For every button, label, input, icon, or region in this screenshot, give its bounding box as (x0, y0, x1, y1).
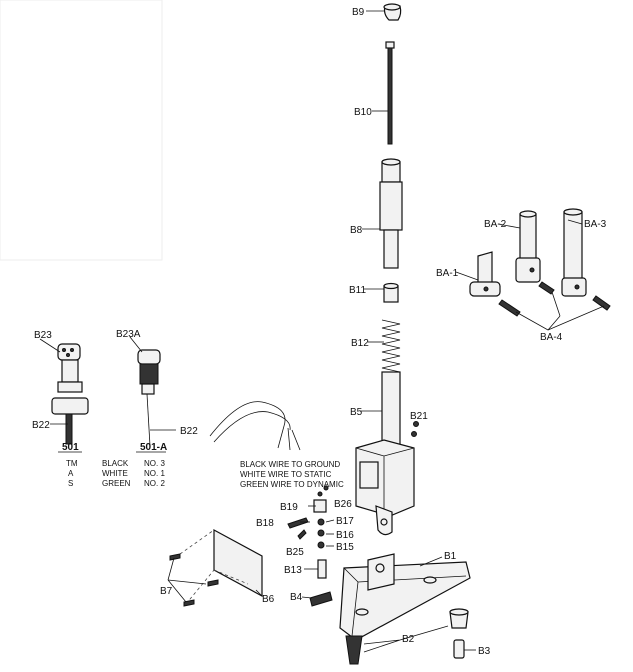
b5-housing (355, 371, 415, 536)
label-b3: B3 (478, 646, 491, 657)
label-b25: B25 (286, 547, 304, 558)
model-501a: 501-A (140, 442, 167, 453)
label-ba4: BA-4 (540, 332, 563, 343)
wire-color-2: WHITE (102, 469, 128, 478)
ba2-part (515, 210, 541, 283)
label-ba3: BA-3 (584, 219, 607, 230)
label-b9: B9 (352, 7, 365, 18)
label-b5: B5 (350, 407, 363, 418)
label-b1: B1 (444, 551, 457, 562)
b6-plate (179, 528, 263, 605)
b7-screws (167, 553, 219, 607)
label-b22-mid: B22 (180, 426, 198, 437)
label-b23a: B23A (116, 329, 141, 340)
ba3-part (561, 208, 587, 297)
label-b21: B21 (410, 411, 428, 422)
label-b11: B11 (349, 285, 366, 296)
label-b15: B15 (336, 542, 354, 553)
wire-no-2: NO. 1 (144, 469, 165, 478)
b21-screws (411, 421, 419, 437)
label-b26: B26 (334, 499, 352, 510)
label-b4: B4 (290, 592, 303, 603)
leader-lines (39, 10, 583, 651)
b23-connector (51, 343, 89, 445)
label-b2: B2 (402, 634, 415, 645)
wire-no-1: NO. 3 (144, 459, 165, 468)
label-b19: B19 (280, 502, 298, 513)
label-b17: B17 (336, 516, 354, 527)
b1-base (339, 553, 471, 641)
wire-no-3: NO. 2 (144, 479, 165, 488)
b22-cable (209, 401, 301, 451)
model-501: 501 (62, 442, 79, 453)
wire-note-1: BLACK WIRE TO GROUND (240, 460, 340, 469)
wire-note-2: WHITE WIRE TO STATIC (240, 470, 332, 479)
label-b16: B16 (336, 530, 354, 541)
wire-notes: BLACK WIRE TO GROUND WHITE WIRE TO STATI… (240, 460, 344, 489)
b3-foot (453, 639, 465, 659)
label-b8: B8 (350, 225, 363, 236)
label-ba2: BA-2 (484, 219, 507, 230)
b23a-connector (137, 349, 161, 447)
b8-sleeve (379, 158, 403, 269)
part-labels: B9 B10 B8 B11 B12 B5 B21 BA-2 BA-3 BA-1 … (32, 7, 607, 657)
label-b10: B10 (354, 107, 372, 118)
label-b7: B7 (160, 586, 173, 597)
label-b23: B23 (34, 330, 52, 341)
wire-color-3: GREEN (102, 479, 131, 488)
ba1-part (469, 251, 501, 297)
wire-table: TM BLACK NO. 3 A WHITE NO. 1 S GREEN NO.… (66, 459, 165, 488)
b11-bushing (383, 282, 399, 303)
wire-note-3: GREEN WIRE TO DYNAMIC (240, 480, 344, 489)
wire-code-1: TM (66, 459, 78, 468)
label-b12: B12 (351, 338, 369, 349)
wire-code-3: S (68, 479, 73, 488)
label-b13: B13 (284, 565, 302, 576)
b10-rod (385, 41, 395, 145)
b2-feet (345, 608, 469, 665)
wire-color-1: BLACK (102, 459, 129, 468)
b9-cap (383, 3, 402, 21)
label-ba1: BA-1 (436, 268, 459, 279)
label-b18: B18 (256, 518, 274, 529)
b12-spring (381, 319, 401, 373)
wire-code-2: A (68, 469, 74, 478)
ba4-screws (498, 281, 611, 331)
label-b6: B6 (262, 594, 275, 605)
label-b22-left: B22 (32, 420, 50, 431)
model-labels: 501 501-A (58, 442, 167, 453)
